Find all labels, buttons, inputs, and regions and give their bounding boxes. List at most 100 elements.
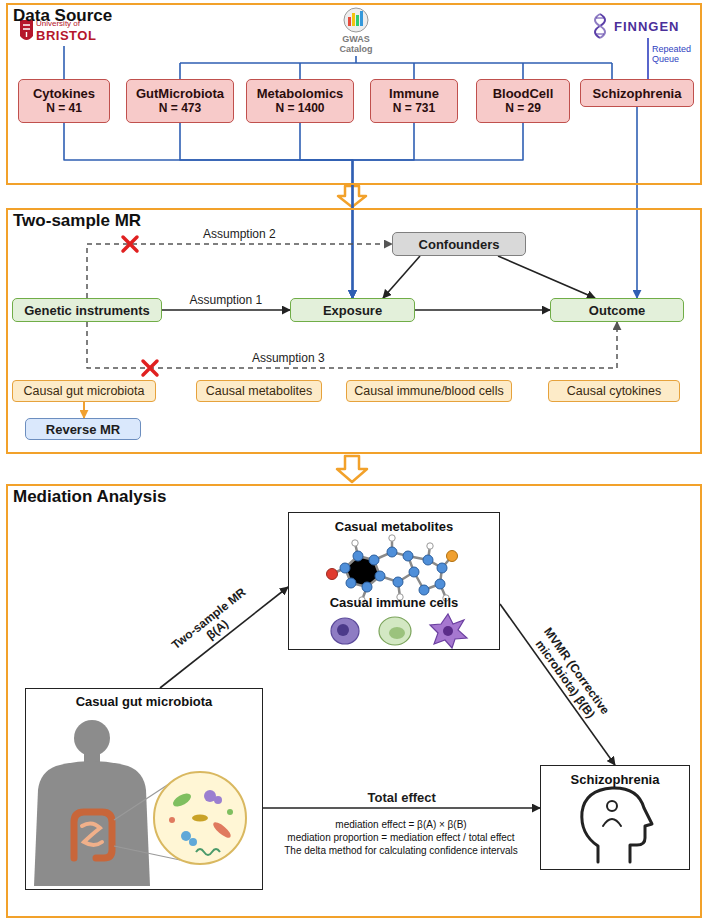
bristol-logo [23, 25, 30, 37]
human-figure [74, 720, 110, 756]
data-source-box: BloodCellN = 29 [476, 79, 570, 123]
formula-text: mediation proportion = mediation effect … [258, 831, 544, 844]
data-source-box: ImmuneN = 731 [370, 79, 458, 123]
flow-arrow [337, 456, 367, 482]
gwas-logo [344, 8, 368, 32]
gwas-logo [348, 17, 351, 26]
node-text: Schizophrenia [541, 772, 689, 788]
arrow-connector [500, 604, 615, 765]
arrow-connector [498, 256, 595, 298]
finngen-logo [595, 14, 605, 38]
node-text: Causal cytokines [567, 384, 662, 399]
immune-cell-picture [430, 614, 467, 648]
dashed-connector [87, 322, 617, 368]
arrow-connector [353, 123, 415, 298]
microbe-zoom [154, 772, 246, 864]
data-source-box: Schizophrenia [580, 79, 694, 107]
molecule-picture [447, 551, 458, 562]
gwas-logo [352, 13, 355, 26]
molecule-picture [327, 535, 458, 603]
molecule-picture [437, 563, 447, 573]
node-text: GutMicrobiota [136, 86, 224, 101]
molecule-picture [423, 555, 433, 565]
microbe-zoom [181, 831, 191, 841]
formula-text: mediation effect = β(A) × β(B) [258, 818, 544, 831]
molecule-picture [427, 543, 433, 549]
molecule-picture [340, 563, 350, 573]
molecule-picture [327, 569, 338, 580]
arrow-connector [64, 123, 353, 298]
molecule-picture [345, 556, 380, 587]
molecule-picture [353, 551, 363, 561]
microbe-zoom [196, 849, 220, 855]
arrow-connector [263, 807, 540, 809]
arrow-connector [180, 123, 353, 298]
molecule-picture [362, 582, 372, 592]
molecule-picture [419, 585, 429, 595]
node-text: Immune [389, 86, 439, 101]
edge-label: Assumption 3 [250, 351, 327, 365]
molecule-picture [389, 535, 395, 541]
immune-cell-picture [337, 624, 349, 636]
node-text: BloodCell [493, 86, 554, 101]
microbe-zoom [189, 838, 197, 846]
head-icon [603, 819, 621, 826]
note-text: Repeated Queue [652, 44, 698, 64]
finngen-logo [596, 18, 604, 34]
gwas-logo [356, 15, 359, 26]
node-text: Genetic instruments [24, 303, 150, 318]
result-box: Causal immune/blood cells [346, 380, 512, 402]
data-source-box: CytokinesN = 41 [18, 79, 110, 123]
molecule-picture [352, 540, 358, 546]
molecule-picture [332, 538, 452, 600]
node-text: N = 41 [46, 101, 82, 116]
molecule-picture [340, 547, 447, 595]
microbe-zoom [171, 791, 193, 810]
node-text: Casual gut microbiota [26, 694, 262, 710]
source-wire [647, 38, 649, 79]
molecule-picture [403, 551, 413, 561]
node-text: N = 1400 [275, 101, 324, 116]
human-figure [34, 720, 150, 886]
section-panel: Two-sample MRConfoundersGenetic instrume… [6, 208, 702, 454]
gwas-logo [360, 11, 363, 26]
node-text: Exposure [323, 303, 382, 318]
edge-label: Total effect [366, 790, 438, 805]
finngen-logo [595, 14, 605, 38]
microbe-zoom [214, 796, 222, 804]
node-text: Casual immune cells [289, 595, 499, 611]
node-text: Metabolomics [257, 86, 344, 101]
mediator-box: Casual metabolitesCasual immune cells [288, 512, 500, 650]
section-panel: Data SourceCytokinesN = 41GutMicrobiotaN… [6, 3, 702, 185]
source-wire [180, 56, 612, 79]
molecule-picture [332, 538, 452, 600]
arrow-connector [636, 107, 638, 298]
human-figure [82, 823, 102, 845]
molecule-picture [346, 578, 356, 588]
section-heading: Mediation Analysis [13, 487, 166, 507]
result-box: Causal cytokines [548, 380, 680, 402]
data-source-box: MetabolomicsN = 1400 [246, 79, 354, 123]
microbe-zoom [211, 820, 233, 840]
data-source-box: GutMicrobiotaN = 473 [126, 79, 234, 123]
node-text: Casual metabolites [289, 519, 499, 535]
molecule-picture [387, 547, 397, 557]
edge-label: Assumption 1 [188, 293, 265, 307]
arrow-connector [300, 123, 353, 298]
cross-mark [143, 361, 157, 375]
human-figure [74, 812, 112, 858]
process-box: Exposure [290, 298, 415, 322]
immune-cell-picture [379, 617, 411, 645]
arrow-connector [353, 123, 524, 298]
immune-cell-picture [389, 627, 405, 639]
node-text: Causal gut microbiota [24, 384, 145, 399]
head-icon [582, 788, 652, 862]
molecule-picture [369, 555, 379, 565]
section-heading: Two-sample MR [13, 211, 141, 231]
finngen-logo [595, 14, 605, 38]
exposure-box: Casual gut microbiota [25, 688, 263, 890]
arrow-connector [383, 256, 420, 298]
result-box: Causal gut microbiota [12, 380, 156, 402]
molecule-picture [409, 567, 419, 577]
